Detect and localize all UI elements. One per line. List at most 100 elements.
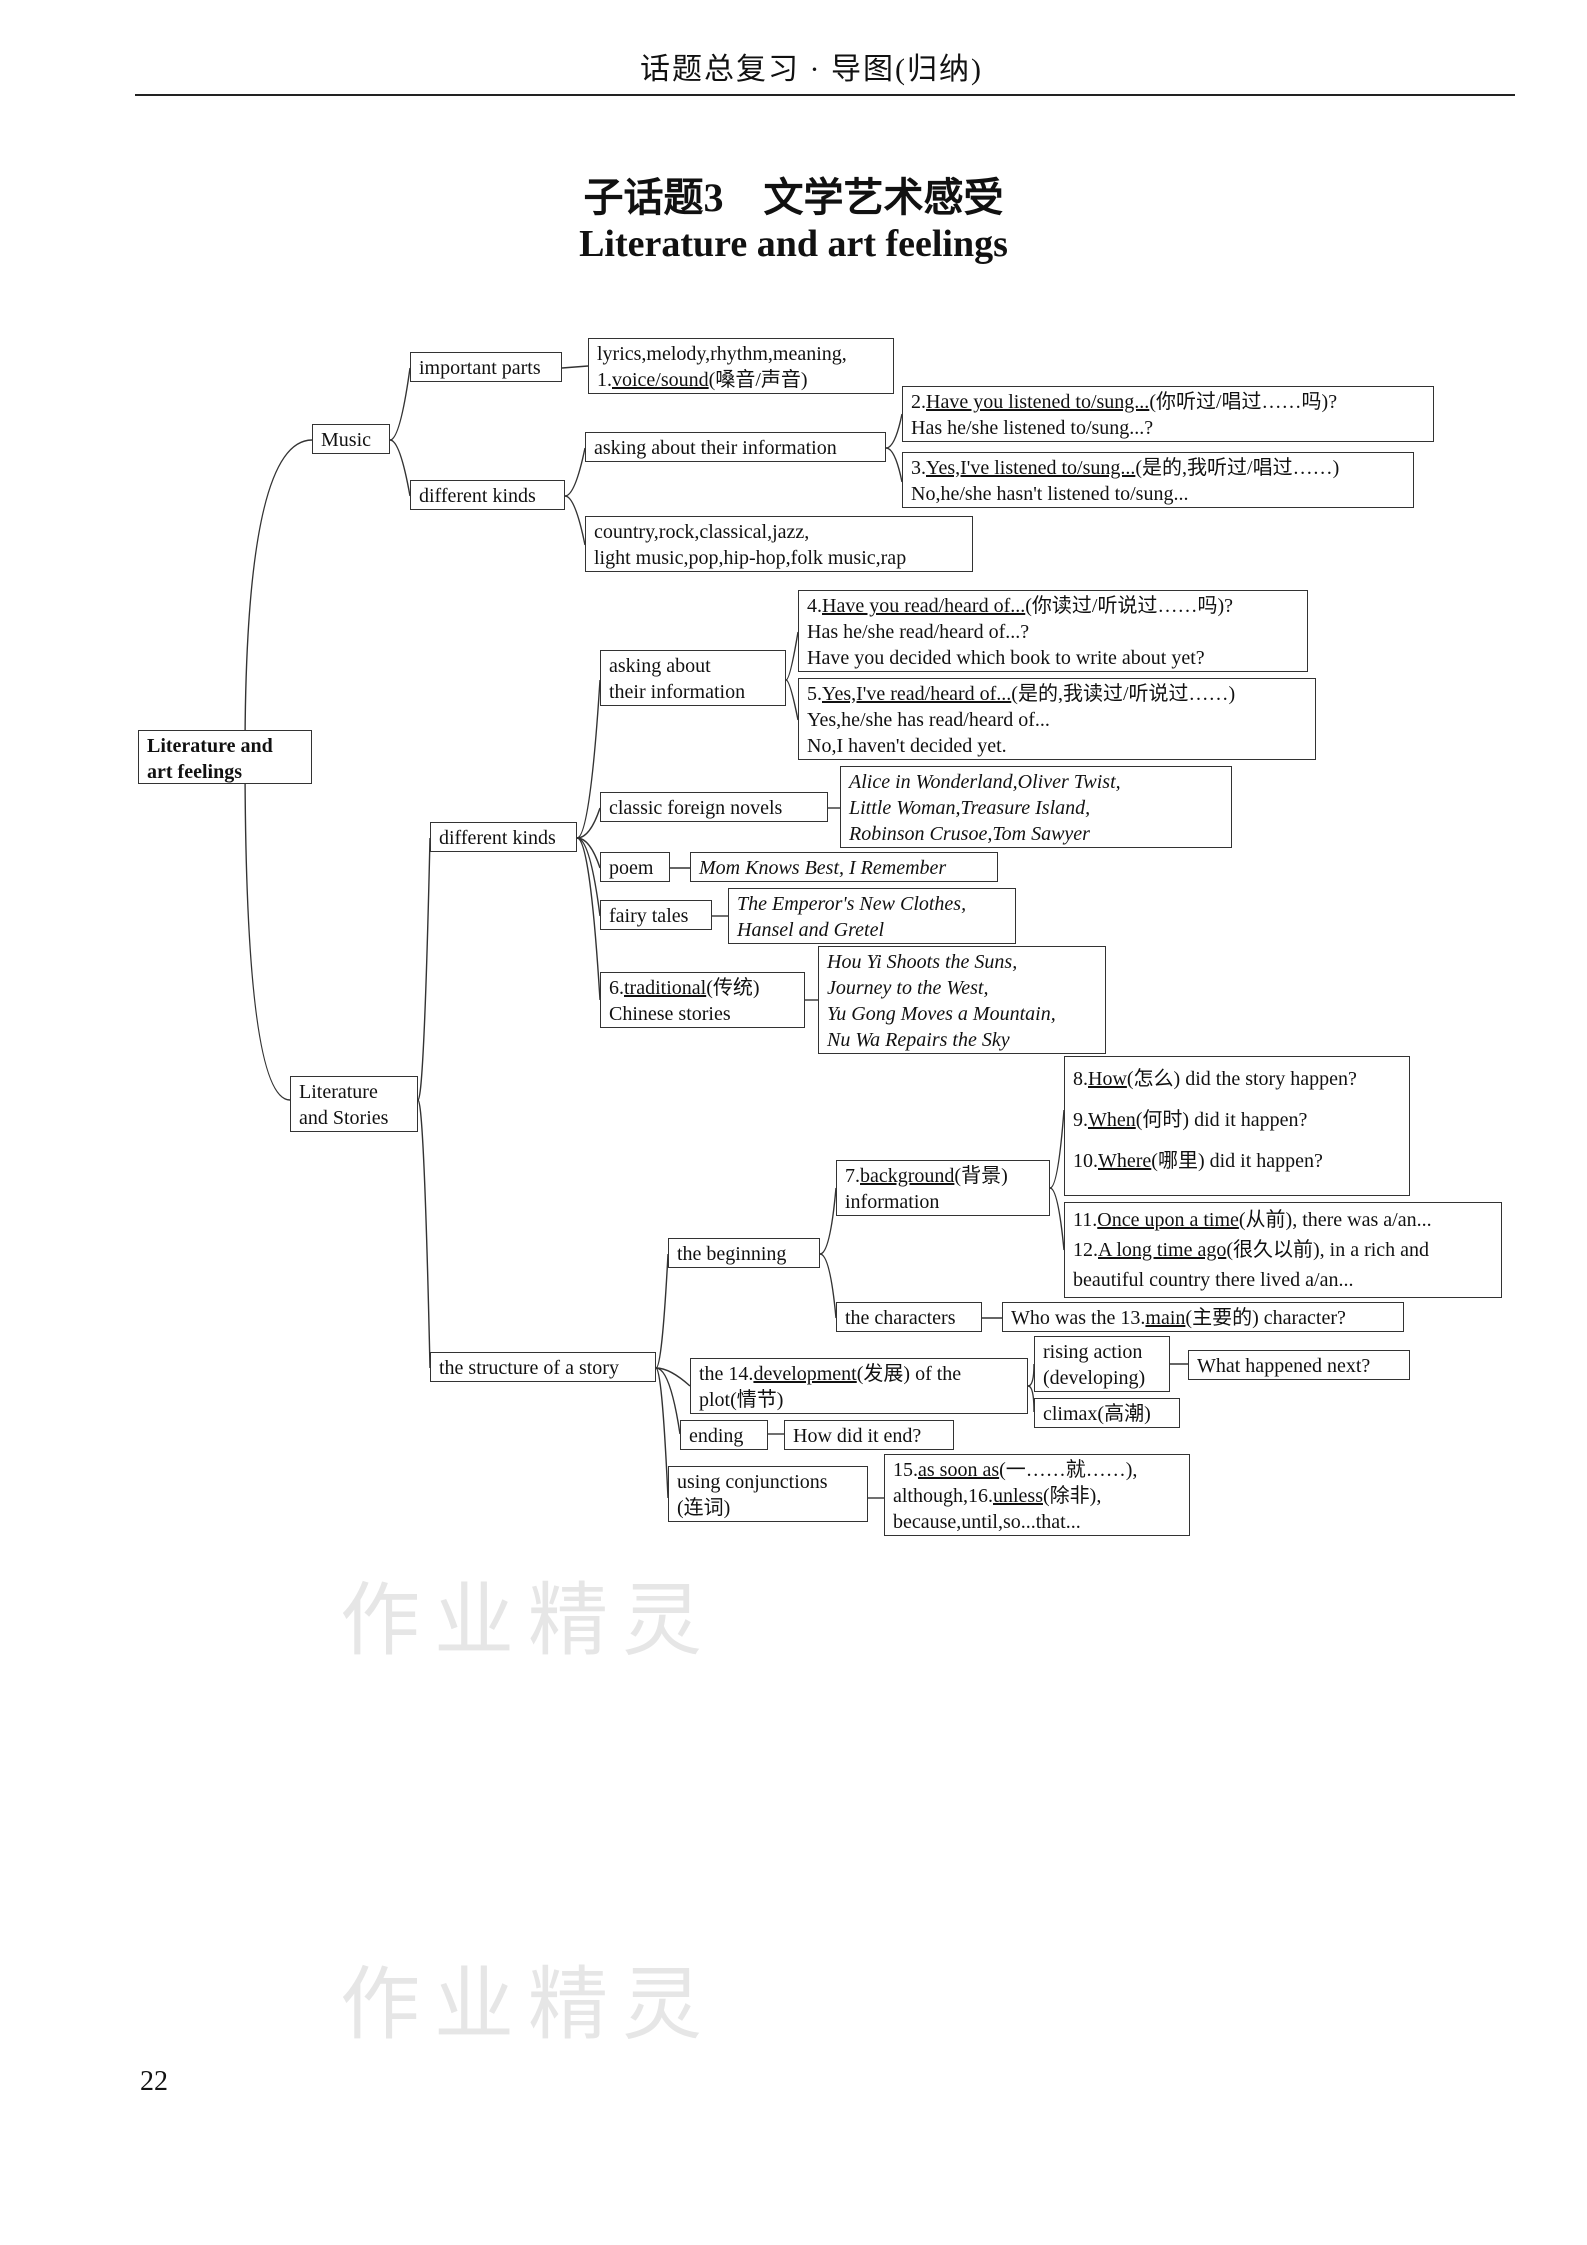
q12-line-2: beautiful country there lived a/an... [1073, 1269, 1354, 1291]
node-structure: the structure of a story [430, 1352, 656, 1382]
node-background: 7.background(背景) information [836, 1160, 1050, 1216]
answer-number: 8. [1073, 1068, 1088, 1090]
node-traditional: 6.traditional(传统) Chinese stories [600, 972, 805, 1028]
answer-gloss: (是的,我读过/听说过……) [1011, 683, 1236, 705]
answer-text: development [753, 1363, 857, 1385]
music-parts-line: lyrics,melody,rhythm,meaning, [597, 343, 847, 365]
literature-line-1: Literature [299, 1081, 378, 1103]
watermark: 作业精灵 [340, 1958, 716, 2051]
node-end-question: How did it end? [784, 1420, 954, 1450]
answer-gloss: (你听过/唱过……吗)? [1149, 391, 1338, 413]
node-what-next: What happened next? [1188, 1350, 1410, 1380]
answer-gloss: (嗓音/声音) [708, 369, 808, 391]
trad-title-3: Yu Gong Moves a Mountain, [827, 1003, 1056, 1025]
answer-prefix: although,16. [893, 1485, 993, 1507]
node-rising-action: rising action (developing) [1034, 1336, 1170, 1392]
node-q8-q10: 8.How(怎么) did the story happen? 9.When(何… [1064, 1056, 1410, 1196]
page-header: 话题总复习 · 导图(归纳) [640, 53, 983, 86]
answer-text: Yes,I've read/heard of... [822, 683, 1012, 705]
asking-line-2: their information [609, 681, 746, 703]
root-line-2: art feelings [147, 761, 242, 783]
answer-number: 1. [597, 369, 612, 391]
answer-text: background [860, 1165, 955, 1187]
node-poem-titles: Mom Knows Best, I Remember [690, 852, 998, 882]
header-rule [135, 94, 1515, 96]
answer-number: 10. [1073, 1150, 1098, 1172]
node-conjunctions: using conjunctions (连词) [668, 1466, 868, 1522]
answer-gloss: (主要的) character? [1185, 1307, 1346, 1329]
root-node: Literature and art feelings [138, 730, 312, 784]
answer-gloss: (除非), [1043, 1485, 1102, 1507]
trad-title-4: Nu Wa Repairs the Sky [827, 1029, 1010, 1051]
node-lit-asking: asking about their information [600, 650, 786, 706]
node-important-parts: important parts [410, 352, 562, 382]
node-music-asking: asking about their information [585, 432, 886, 462]
node-beginning: the beginning [668, 1238, 820, 1268]
node-plot: the 14.development(发展) of the plot(情节) [690, 1358, 1028, 1414]
answer-gloss: (是的,我听过/唱过……) [1135, 457, 1340, 479]
answer-number: 2. [911, 391, 926, 413]
node-music-parts: lyrics,melody,rhythm,meaning, 1.voice/so… [588, 338, 894, 394]
background-line-2: information [845, 1191, 940, 1213]
answer-text: voice/sound [612, 369, 709, 391]
answer-number: 11. [1073, 1209, 1098, 1231]
answer-gloss: (一……就……), [999, 1459, 1138, 1481]
answer-text: as soon as [918, 1459, 1000, 1481]
plot-line-2: plot(情节) [699, 1389, 784, 1411]
node-q11-q12: 11.Once upon a time(从前), there was a/an.… [1064, 1202, 1502, 1298]
node-traditional-titles: Hou Yi Shoots the Suns, Journey to the W… [818, 946, 1106, 1054]
answer-number: 4. [807, 595, 822, 617]
answer-text: A long time ago [1098, 1239, 1227, 1261]
answer-number: 12. [1073, 1239, 1098, 1261]
root-line-1: Literature and [147, 735, 273, 757]
answer-prefix: Who was the 13. [1011, 1307, 1146, 1329]
answer-gloss: (背景) [954, 1165, 1008, 1187]
node-q3: 3.Yes,I've listened to/sung...(是的,我听过/唱过… [902, 452, 1414, 508]
node-q5: 5.Yes,I've read/heard of...(是的,我读过/听说过……… [798, 678, 1316, 760]
fairy-titles-line-1: The Emperor's New Clothes, [737, 893, 967, 915]
answer-gloss: (很久以前), in a rich and [1226, 1239, 1430, 1261]
node-lit-kinds: different kinds [430, 822, 577, 852]
q3-line-2: No,he/she hasn't listened to/sung... [911, 483, 1189, 505]
answer-text: Have you listened to/sung... [926, 391, 1150, 413]
answer-gloss: (怎么) did the story happen? [1126, 1068, 1357, 1090]
q16-line-3: because,until,so...that... [893, 1511, 1081, 1533]
rising-line-1: rising action [1043, 1341, 1143, 1363]
node-fairy-titles: The Emperor's New Clothes, Hansel and Gr… [728, 888, 1016, 944]
answer-prefix: the 14. [699, 1363, 754, 1385]
novel-titles-line-2: Little Woman,Treasure Island, [849, 797, 1091, 819]
answer-gloss: (传统) [706, 977, 760, 999]
answer-number: 5. [807, 683, 822, 705]
node-climax: climax(高潮) [1034, 1398, 1180, 1428]
answer-text: Where [1098, 1150, 1152, 1172]
node-music-kinds: different kinds [410, 480, 565, 510]
q5-line-3: No,I haven't decided yet. [807, 735, 1007, 757]
node-music: Music [312, 424, 390, 454]
node-q13: Who was the 13.main(主要的) character? [1002, 1302, 1404, 1332]
title-english: Literature and art feelings [579, 223, 1008, 265]
answer-gloss: (你读过/听说过……吗)? [1025, 595, 1234, 617]
answer-text: How [1088, 1068, 1127, 1090]
node-q15-q16: 15.as soon as(一……就……), although,16.unles… [884, 1454, 1190, 1536]
answer-gloss: (哪里) did it happen? [1151, 1150, 1323, 1172]
q5-line-2: Yes,he/she has read/heard of... [807, 709, 1050, 731]
traditional-line-2: Chinese stories [609, 1003, 731, 1025]
answer-number: 6. [609, 977, 624, 999]
node-poem: poem [600, 852, 670, 882]
novel-titles-line-1: Alice in Wonderland,Oliver Twist, [849, 771, 1121, 793]
answer-text: main [1145, 1307, 1186, 1329]
trad-title-2: Journey to the West, [827, 977, 989, 999]
node-fairy-tales: fairy tales [600, 900, 712, 930]
answer-number: 9. [1073, 1109, 1088, 1131]
answer-gloss: (从前), there was a/an... [1238, 1209, 1432, 1231]
node-music-genres: country,rock,classical,jazz, light music… [585, 516, 973, 572]
answer-number: 3. [911, 457, 926, 479]
answer-text: unless [993, 1485, 1043, 1507]
conj-line-2: (连词) [677, 1497, 731, 1519]
genres-line-1: country,rock,classical,jazz, [594, 521, 810, 543]
answer-text: Yes,I've listened to/sung... [926, 457, 1136, 479]
answer-gloss: (发展) of the [856, 1363, 962, 1385]
answer-text: Have you read/heard of... [822, 595, 1026, 617]
node-q4: 4.Have you read/heard of...(你读过/听说过……吗)?… [798, 590, 1308, 672]
